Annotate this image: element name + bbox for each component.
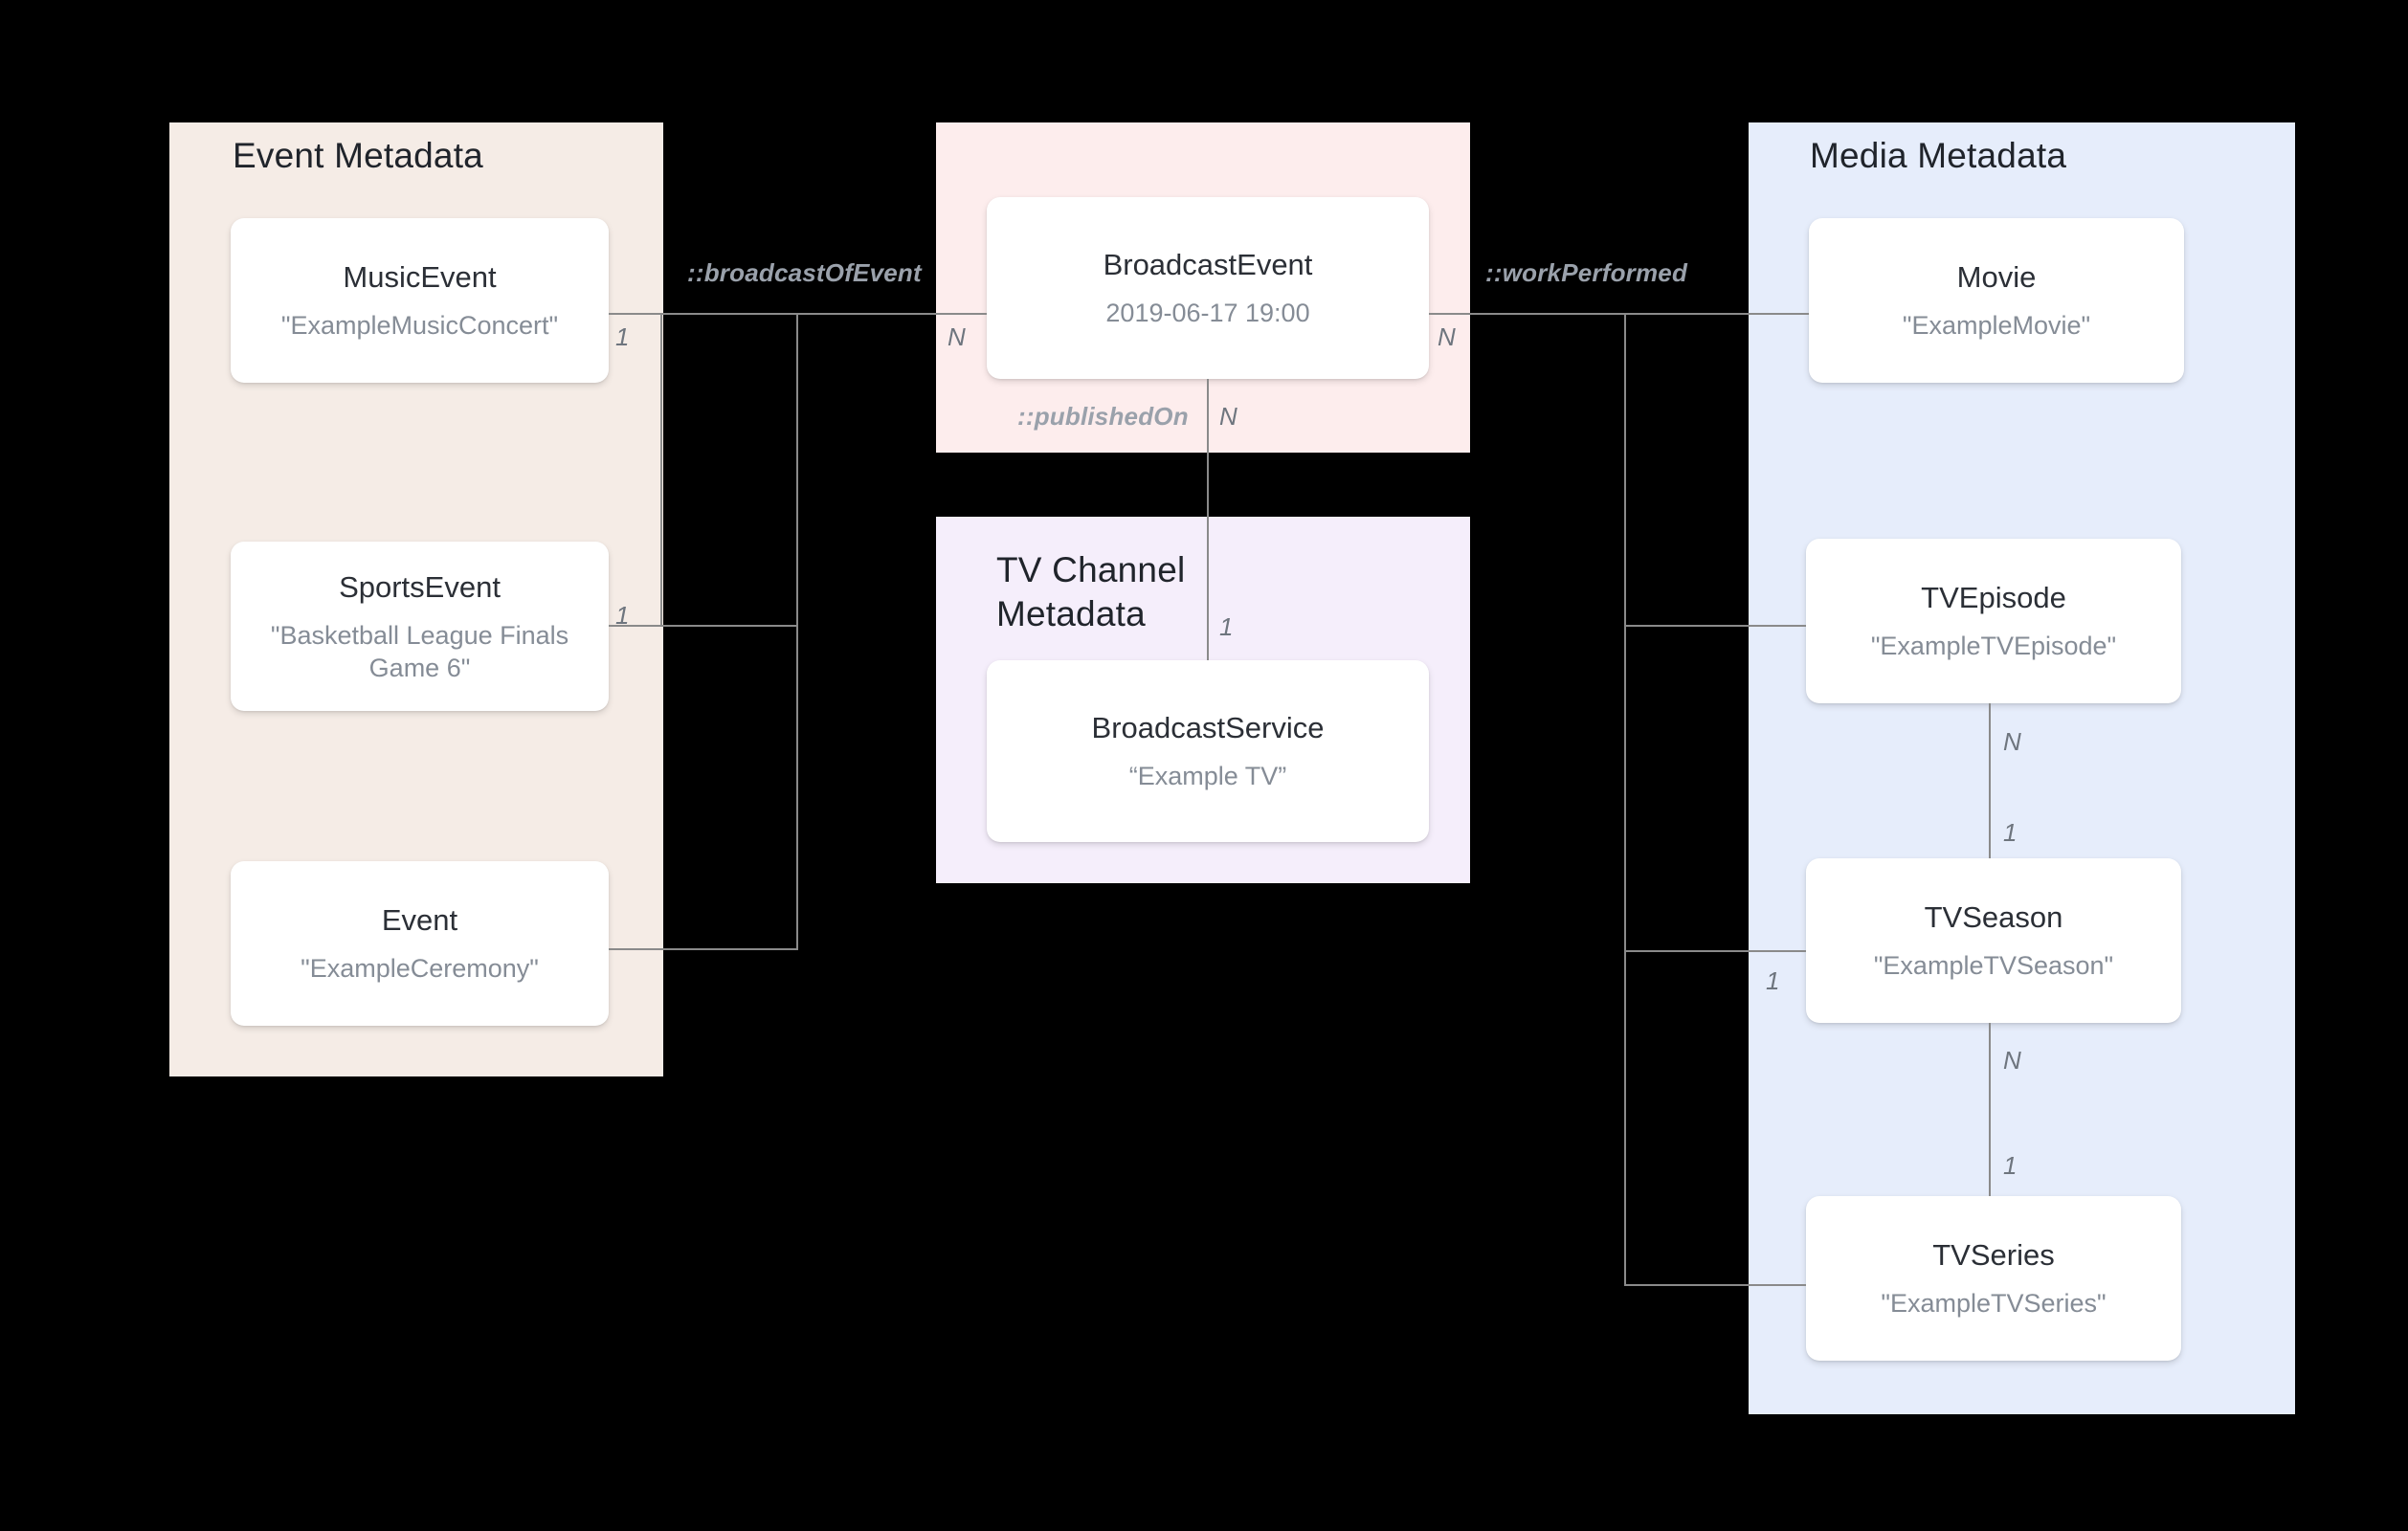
group-title-tv-channel-metadata: TV Channel Metadata — [996, 550, 1186, 633]
connector-bus-vertical-outer — [796, 313, 798, 949]
entity-card-broadcast-event[interactable]: BroadcastEvent 2019-06-17 19:00 — [987, 197, 1429, 379]
connector-bus-to-tv-episode — [1624, 625, 1806, 627]
relation-label-work-performed: ::workPerformed — [1485, 258, 1688, 287]
connector-event-to-bus — [609, 948, 798, 950]
connector-tv-season-to-tv-series — [1989, 1023, 1991, 1196]
entity-card-music-event[interactable]: MusicEvent "ExampleMusicConcert" — [231, 218, 609, 383]
entity-card-sports-event[interactable]: SportsEvent "Basketball League Finals Ga… — [231, 542, 609, 711]
entity-value-tv-episode: "ExampleTVEpisode" — [1870, 632, 2117, 660]
cardinality-tv-season-top: 1 — [2003, 818, 2018, 847]
entity-value-movie: "ExampleMovie" — [1902, 311, 2091, 340]
entity-value-sports-event: "Basketball League Finals Game 6" — [270, 620, 569, 682]
entity-type-tv-season: TVSeason — [1924, 900, 2063, 934]
cardinality-sports-event-one: 1 — [615, 601, 630, 630]
relation-label-broadcast-of-event: ::broadcastOfEvent — [687, 258, 922, 287]
connector-bus-to-tv-series — [1624, 1284, 1806, 1286]
entity-type-broadcast-service: BroadcastService — [1091, 711, 1325, 744]
group-title-media-metadata: Media Metadata — [1810, 136, 2067, 175]
entity-type-movie: Movie — [1956, 260, 2037, 294]
entity-value-broadcast-service: “Example TV” — [1128, 762, 1287, 790]
cardinality-tv-series-top: 1 — [2003, 1151, 2018, 1180]
cardinality-sports-event-right: 1 — [615, 322, 630, 351]
cardinality-tv-season-left: 1 — [1766, 966, 1780, 995]
entity-value-broadcast-event: 2019-06-17 19:00 — [1105, 299, 1310, 327]
entity-card-tv-season[interactable]: TVSeason "ExampleTVSeason" — [1806, 858, 2181, 1023]
connector-bus-vertical-inner — [660, 313, 662, 626]
entity-value-music-event: "ExampleMusicConcert" — [280, 311, 559, 340]
entity-value-tv-season: "ExampleTVSeason" — [1873, 951, 2114, 980]
entity-card-tv-series[interactable]: TVSeries "ExampleTVSeries" — [1806, 1196, 2181, 1361]
entity-type-tv-series: TVSeries — [1932, 1238, 2055, 1272]
entity-type-event: Event — [381, 903, 458, 937]
entity-type-sports-event: SportsEvent — [339, 569, 501, 604]
cardinality-tv-season-bottom: N — [2003, 1046, 2021, 1075]
cardinality-broadcast-event-left: N — [948, 322, 966, 351]
entity-value-tv-series: "ExampleTVSeries" — [1881, 1289, 2107, 1318]
group-title-event-metadata: Event Metadata — [233, 136, 483, 175]
connector-tv-episode-to-tv-season — [1989, 703, 1991, 858]
entity-type-tv-episode: TVEpisode — [1921, 581, 2066, 614]
entity-card-event[interactable]: Event "ExampleCeremony" — [231, 861, 609, 1026]
entity-card-broadcast-service[interactable]: BroadcastService “Example TV” — [987, 660, 1429, 842]
connector-bus-to-broadcast-event — [660, 313, 987, 315]
relation-label-published-on: ::publishedOn — [1017, 402, 1189, 431]
connector-broadcast-event-to-broadcast-service — [1207, 379, 1209, 660]
cardinality-tv-episode-bottom: N — [2003, 727, 2021, 756]
connector-broadcast-event-to-movie — [1429, 313, 1809, 315]
cardinality-broadcast-event-bottom: N — [1219, 402, 1237, 431]
connector-work-performed-bus — [1624, 313, 1626, 1285]
cardinality-broadcast-service-top: 1 — [1219, 612, 1234, 641]
cardinality-broadcast-event-right: N — [1438, 322, 1456, 351]
connector-sports-event-to-bus — [609, 625, 798, 627]
entity-card-tv-episode[interactable]: TVEpisode "ExampleTVEpisode" — [1806, 539, 2181, 703]
entity-type-music-event: MusicEvent — [343, 260, 497, 294]
entity-value-event: "ExampleCeremony" — [301, 954, 539, 983]
entity-type-broadcast-event: BroadcastEvent — [1103, 248, 1313, 281]
entity-card-movie[interactable]: Movie "ExampleMovie" — [1809, 218, 2184, 383]
connector-bus-to-tv-season — [1624, 950, 1806, 952]
